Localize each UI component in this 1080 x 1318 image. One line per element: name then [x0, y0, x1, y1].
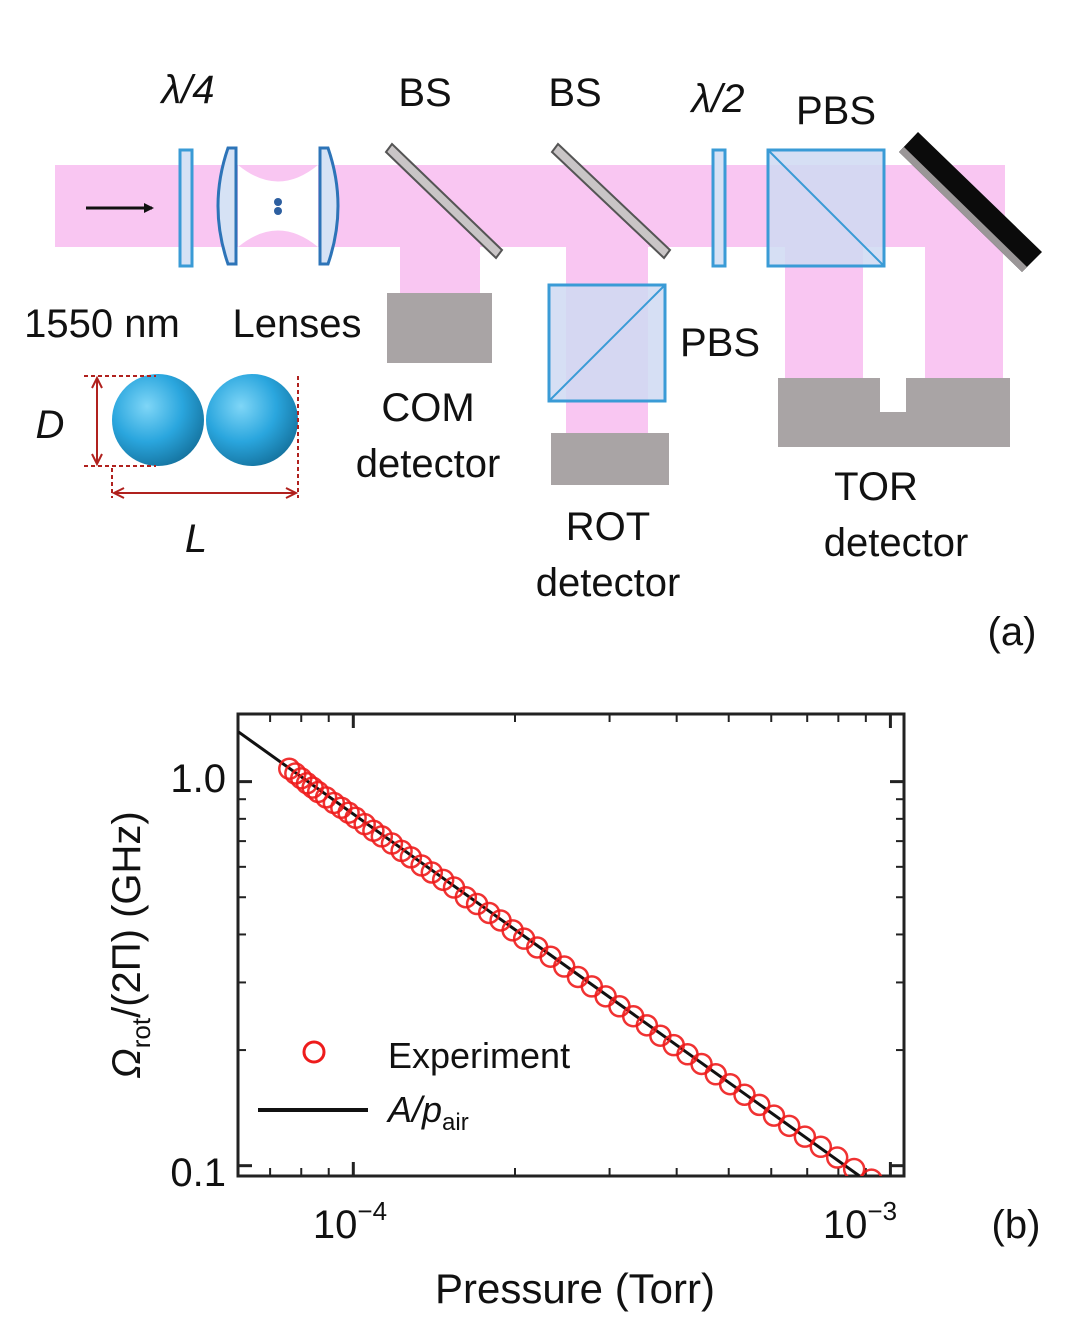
- com-branch-beam: [400, 247, 480, 297]
- bs2-label: BS: [548, 71, 601, 115]
- major-ticks: [238, 714, 904, 1176]
- plot-frame: [236, 712, 906, 1178]
- panel-b-label: (b): [992, 1203, 1041, 1247]
- experiment-point: [762, 1104, 786, 1127]
- lens-left: [216, 146, 238, 266]
- beam-splitter-2: [550, 142, 672, 260]
- x-tick-base: 10: [313, 1203, 358, 1247]
- legend-fit-sub: air: [442, 1109, 469, 1136]
- experiment-point: [860, 1168, 883, 1176]
- legend: Experiment A/pair: [258, 1035, 570, 1136]
- dimension-d-label: D: [36, 403, 65, 447]
- x-tick-label: 10−4: [313, 1196, 387, 1247]
- legend-fit-label: A/pair: [386, 1089, 469, 1136]
- rot-detector-label-1: ROT: [566, 505, 650, 549]
- com-detector: [387, 293, 492, 363]
- y-axis-label-rest: /(2Π) (GHz): [105, 811, 149, 1018]
- polarizing-beam-splitter-rot: [547, 283, 667, 403]
- polarizing-beam-splitter-main: [766, 148, 886, 268]
- lenses-label: Lenses: [233, 302, 362, 346]
- tor-detector: [778, 378, 1010, 447]
- rot-detector-label-2: detector: [536, 561, 681, 605]
- experiment-point: [825, 1146, 849, 1169]
- experiment-point: [842, 1157, 866, 1176]
- y-tick-label: 1.0: [170, 757, 226, 801]
- experiment-point: [337, 801, 360, 824]
- experiment-point: [793, 1125, 817, 1148]
- y-axis-label-main: Ω: [105, 1048, 149, 1078]
- tor-branch-beam-right: [925, 247, 1003, 382]
- minor-ticks: [238, 714, 904, 1176]
- legend-experiment-marker: [302, 1040, 326, 1064]
- x-tick-base: 10: [823, 1203, 868, 1247]
- panel-a-setup: λ/4 BS BS λ/2 PBS PBS: [24, 68, 1042, 654]
- trapped-dumbbell-bottom: [274, 207, 282, 215]
- x-axis-label: Pressure (Torr): [435, 1265, 715, 1312]
- dumbbell-nanoparticle: [112, 374, 298, 466]
- tor-detector-label-2: detector: [824, 521, 969, 565]
- experiment-point: [420, 861, 444, 884]
- pbs-main-label: PBS: [796, 89, 876, 133]
- panel-b-chart: 1.0 0.1 10−4 10−3 Pressure (Torr) Ωrot/(…: [105, 712, 1041, 1312]
- experiment-point: [777, 1114, 801, 1138]
- experiment-point: [454, 885, 478, 909]
- beam-splitter-1: [384, 142, 504, 260]
- y-axis-label-sub: rot: [126, 1017, 156, 1048]
- bs1-label: BS: [398, 71, 451, 115]
- half-wave-plate: [711, 148, 727, 268]
- half-wave-label: λ/2: [689, 77, 744, 121]
- mirror-edge: [899, 147, 1027, 272]
- quarter-wave-plate: [178, 148, 194, 268]
- pbs-rot-label: PBS: [680, 321, 760, 365]
- experiment-point: [718, 1072, 742, 1096]
- rot-detector: [551, 433, 669, 485]
- lens-right: [318, 146, 340, 266]
- trapped-dumbbell-top: [274, 198, 282, 206]
- legend-experiment-label: Experiment: [388, 1035, 570, 1076]
- tor-detector-label-1: TOR: [834, 465, 918, 509]
- x-tick-exponent: −4: [357, 1196, 387, 1226]
- panel-a-label: (a): [988, 610, 1037, 654]
- experiment-markers: [278, 757, 883, 1176]
- experiment-point: [748, 1093, 771, 1117]
- dimension-l-label: L: [185, 517, 207, 561]
- mirror: [899, 132, 1042, 272]
- experiment-point: [501, 919, 524, 942]
- experiment-point: [477, 901, 501, 925]
- x-tick-label: 10−3: [823, 1196, 897, 1247]
- tor-branch-beam-left: [785, 247, 863, 382]
- y-tick-label: 0.1: [170, 1151, 226, 1195]
- wavelength-label: 1550 nm: [24, 302, 180, 346]
- x-tick-exponent: −3: [867, 1196, 897, 1226]
- quarter-wave-label: λ/4: [159, 68, 214, 112]
- com-detector-label-1: COM: [381, 386, 474, 430]
- legend-fit-main: A/p: [386, 1089, 442, 1130]
- y-axis-label: Ωrot/(2Π) (GHz): [105, 811, 156, 1078]
- experiment-point: [809, 1135, 833, 1159]
- com-detector-label-2: detector: [356, 442, 501, 486]
- dimension-lines: [84, 375, 299, 499]
